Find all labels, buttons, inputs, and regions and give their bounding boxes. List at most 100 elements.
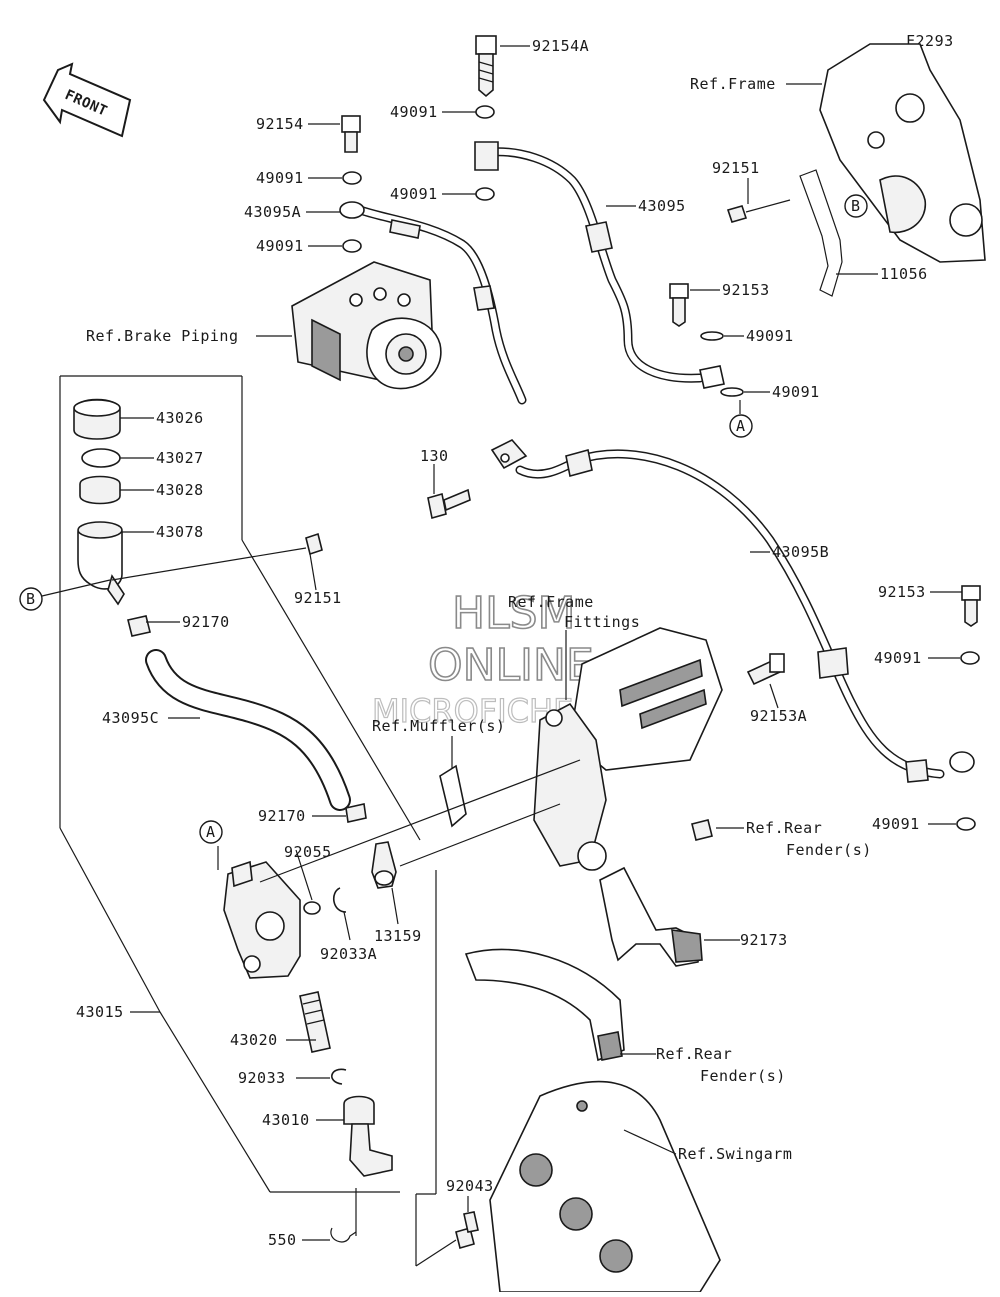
washer-49091-g: [960, 651, 980, 665]
reservoir-cap-43026: [73, 398, 121, 440]
label-49091-a: 49091: [390, 103, 438, 121]
label-49091-c: 49091: [390, 185, 438, 203]
label-49091-f: 49091: [772, 383, 820, 401]
label-ref-rear-fender-1a: Ref.Rear: [746, 819, 822, 837]
piston-43020: [299, 991, 331, 1053]
front-arrow-icon: FRONT: [42, 62, 132, 138]
label-130: 130: [420, 447, 449, 465]
pin-92043: [455, 1211, 479, 1249]
bolt-92153a: [746, 653, 785, 686]
label-ref-frame-fittings-2: Fittings: [564, 613, 640, 631]
washer-49091-f: [720, 387, 744, 397]
label-13159: 13159: [374, 927, 422, 945]
part-labels: 92154A 49091 92154 49091 49091 43095A 49…: [76, 37, 928, 1249]
watermark-line-1: HLSM: [452, 588, 576, 639]
svg-text:B: B: [851, 197, 861, 215]
bolt-92151-a: [726, 199, 791, 223]
callout-a-left: A: [199, 820, 223, 844]
hose-43095: [474, 141, 725, 389]
fender-bolt: [691, 819, 713, 841]
pushrod-43010: [343, 1095, 393, 1177]
clamp-92170-b: [345, 803, 367, 823]
label-92170-b: 92170: [258, 807, 306, 825]
label-43028: 43028: [156, 481, 204, 499]
label-92173: 92173: [740, 931, 788, 949]
banjo-bolt-92154: [341, 115, 361, 153]
frame-part: [799, 43, 986, 297]
label-92153-a: 92153: [722, 281, 770, 299]
ring-43027: [81, 448, 121, 468]
label-43027: 43027: [156, 449, 204, 467]
label-ref-frame: Ref.Frame: [690, 75, 776, 93]
joint-block: [490, 439, 528, 470]
label-43015: 43015: [76, 1003, 124, 1021]
label-92154: 92154: [256, 115, 304, 133]
label-49091-h: 49091: [872, 815, 920, 833]
master-cylinder-43015: [223, 860, 301, 979]
banjo-bolt-92153-b: [961, 585, 981, 627]
bolt-130: [427, 488, 471, 520]
fitting-13159: [371, 841, 397, 889]
muffler-bracket: [439, 764, 467, 828]
frame-fittings-bracket: [533, 627, 723, 871]
label-43095C: 43095C: [102, 709, 159, 727]
label-43095B: 43095B: [772, 543, 829, 561]
label-92153A: 92153A: [750, 707, 807, 725]
diaphragm-43028: [79, 475, 121, 505]
banjo-bolt-92153-a: [669, 283, 689, 327]
washer-49091-b: [342, 171, 362, 185]
label-49091-e: 49091: [746, 327, 794, 345]
circlip-92033a: [333, 887, 347, 913]
label-92153-b: 92153: [878, 583, 926, 601]
cotter-pin-550: [330, 1227, 357, 1243]
label-43026: 43026: [156, 409, 204, 427]
leader-lines: [59, 45, 962, 1267]
label-92055: 92055: [284, 843, 332, 861]
label-92033A: 92033A: [320, 945, 377, 963]
washer-49091-a: [475, 105, 495, 119]
label-ref-brake-piping: Ref.Brake Piping: [86, 327, 239, 345]
svg-text:A: A: [736, 417, 746, 435]
svg-text:B: B: [26, 590, 36, 608]
label-ref-rear-fender-2b: Fender(s): [700, 1067, 786, 1085]
label-ref-rear-fender-2a: Ref.Rear: [656, 1045, 732, 1063]
label-43095A: 43095A: [244, 203, 301, 221]
washer-49091-e: [700, 331, 724, 341]
label-ref-swingarm: Ref.Swingarm: [678, 1145, 792, 1163]
label-43095: 43095: [638, 197, 686, 215]
label-43010: 43010: [262, 1111, 310, 1129]
callout-b-left-lead: [41, 579, 111, 597]
label-92154A: 92154A: [532, 37, 589, 55]
hose-43095a: [339, 201, 527, 405]
callout-b-left: B: [19, 587, 43, 611]
clamp-92170-a: [127, 615, 151, 637]
callout-a-top: A: [729, 414, 753, 438]
label-11056: 11056: [880, 265, 928, 283]
label-92033: 92033: [238, 1069, 286, 1087]
rear-fender: [464, 948, 625, 1062]
washer-49091-d: [342, 239, 362, 253]
label-92170-a: 92170: [182, 613, 230, 631]
label-49091-d: 49091: [256, 237, 304, 255]
oring-92055: [303, 901, 321, 915]
label-92151-a: 92151: [712, 159, 760, 177]
washer-49091-h: [956, 817, 976, 831]
reservoir-43078: [77, 521, 125, 606]
label-92151-b: 92151: [294, 589, 342, 607]
hose-43095c: [145, 649, 351, 811]
bolt-92151-b: [111, 532, 323, 581]
label-49091-g: 49091: [874, 649, 922, 667]
callout-b-top: B: [844, 194, 868, 218]
watermark-line-2: ONLINE: [428, 640, 594, 691]
bracket-92173: [599, 866, 703, 967]
abs-unit: [291, 261, 442, 390]
label-49091-b: 49091: [256, 169, 304, 187]
hose-43095b: [515, 449, 975, 783]
circlip-92033: [331, 1068, 347, 1085]
label-92043: 92043: [446, 1177, 494, 1195]
label-ref-muffler: Ref.Muffler(s): [372, 717, 505, 735]
banjo-bolt-92154a: [475, 35, 497, 98]
label-43078: 43078: [156, 523, 204, 541]
